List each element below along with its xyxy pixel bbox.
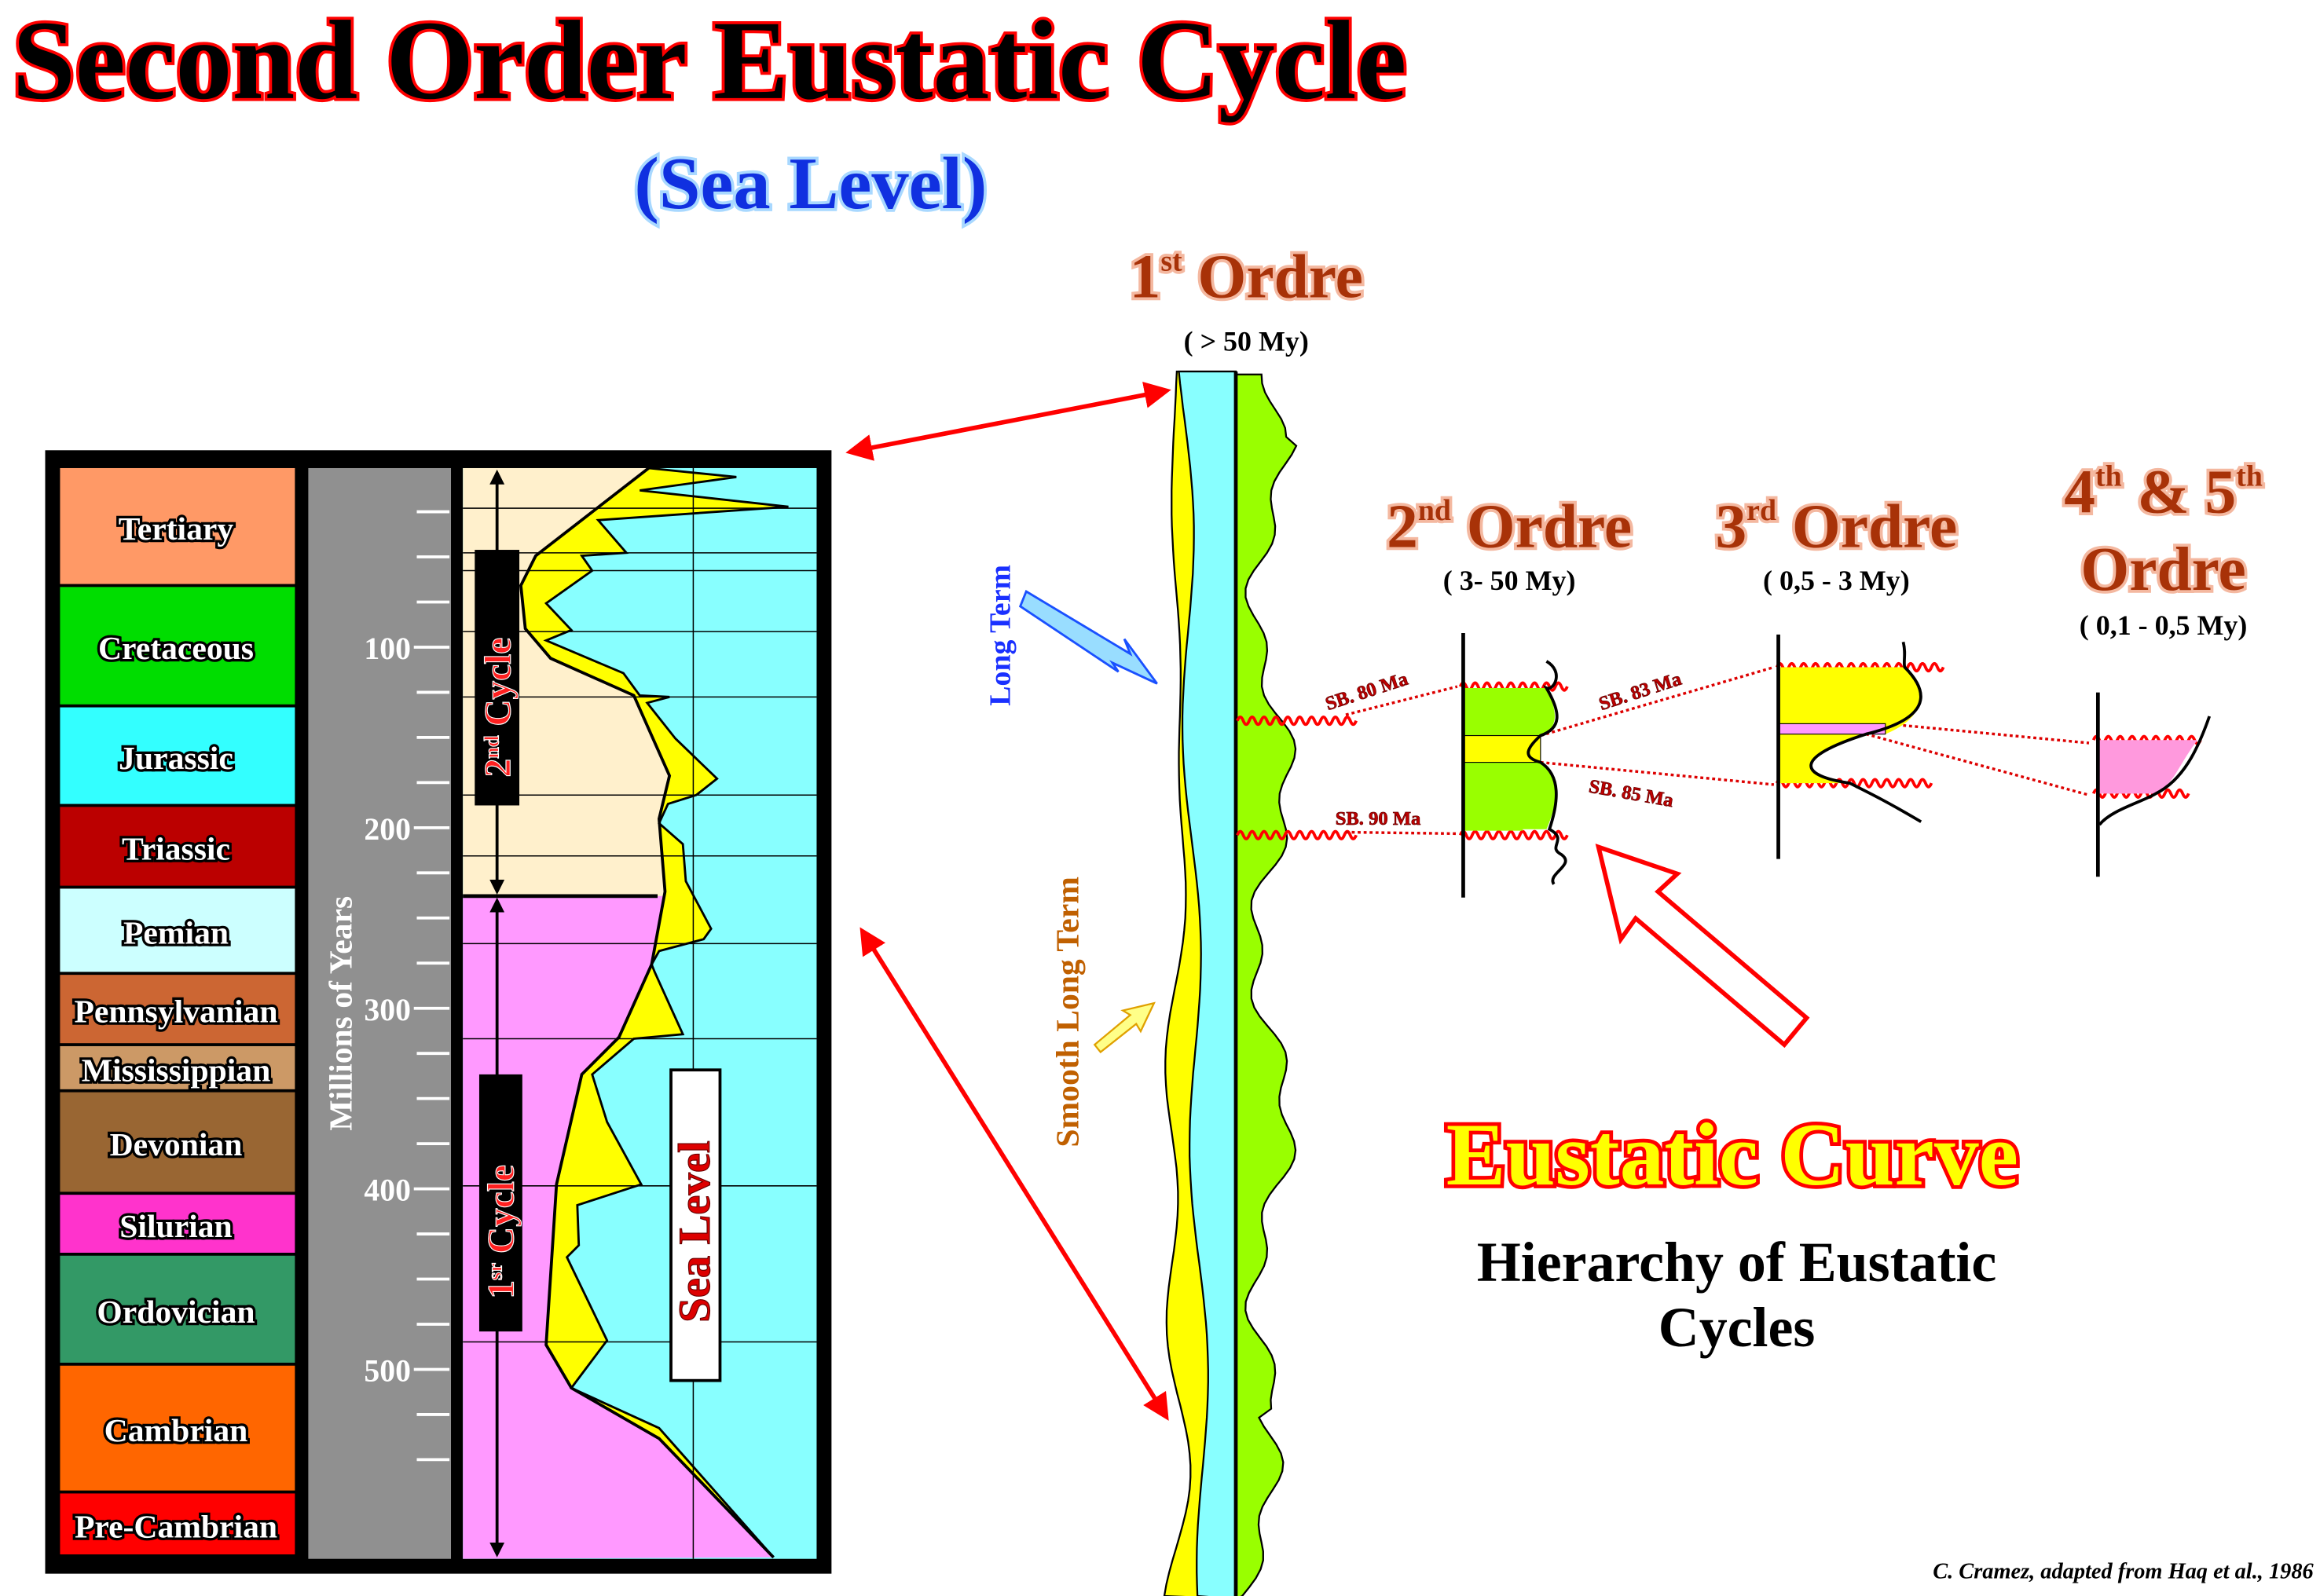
period-label: Silurian [119,1209,232,1245]
period-band [60,975,295,1044]
long-term-label: Long Term [984,565,1017,706]
tick-label: 300 [364,993,411,1027]
sb-85-label: SB. 85 Ma [1587,776,1675,811]
first-cycle-label: 1sr Cycle [481,1165,522,1298]
period-label: Jurassic [119,741,233,777]
sb-83-label: SB. 83 Ma [1596,668,1684,715]
period-label: Triassic [122,832,230,868]
sb-90-label: SB. 90 Ma [1336,808,1421,829]
period-label: Devonian [110,1127,243,1163]
first-order-title: 1st Ordre [1130,242,1363,311]
period-label: Pennsylvanian [75,994,278,1030]
long-term-arrow-icon [1018,589,1158,685]
fourth-fifth-order-range: ( 0,1 - 0,5 My) [2080,609,2248,641]
tick-label: 500 [364,1354,411,1389]
period-band [60,1493,295,1555]
tick-label: 400 [364,1173,411,1208]
first-cycle-box [478,1074,522,1332]
sea-level-label: Sea Level [670,1140,720,1323]
first-order-range: ( > 50 My) [1184,326,1309,357]
correlation-lines [1345,665,2090,836]
second-cycle-box [475,550,520,806]
age-axis [308,467,452,1559]
period-label: Cambrian [104,1413,248,1449]
fourth-fifth-order-column [2095,692,2212,877]
sb-80-label: SB. 80 Ma [1323,668,1411,715]
second-order-range: ( 3- 50 My) [1443,565,1576,596]
third-order-title: 3rd Ordre [1715,492,1957,561]
credit: C. Cramez, adapted from Haq et al., 1986 [1933,1559,2314,1583]
sb-90-wave [1236,829,1358,840]
connector-arrow-bottom [859,927,1169,1421]
connector-arrow-top [845,382,1171,461]
tick-label: 200 [364,812,411,847]
hollow-arrow-icon [1595,844,1810,1049]
period-band [60,707,295,804]
period-label: Ordovician [97,1294,255,1331]
fourth-fifth-order-title: 4th & 5th [2064,458,2263,527]
period-band [60,1045,295,1089]
period-band [60,1255,295,1363]
fourth-fifth-order-word: Ordre [2080,535,2245,604]
period-column: TertiaryCretaceousJurassicTriassicPemian… [60,467,295,1555]
period-band [60,587,295,705]
main-title: Second Order Eustatic Cycle [13,0,1406,123]
period-label: Pemian [123,915,229,951]
period-band [60,1365,295,1491]
subtitle: (Sea Level) [634,143,987,225]
eustatic-curve-title: Eustatic Curve [1446,1105,2018,1204]
period-band [60,1195,295,1253]
sb-80-wave [1236,716,1358,727]
long-term-band [1178,370,1237,1596]
long-term-curve [519,467,775,1559]
tick-label: 100 [364,631,411,666]
period-band [60,467,295,584]
third-order-column [1776,634,1922,859]
hierarchy-line-2: Cycles [1658,1296,1816,1359]
first-cycle-area [463,895,774,1559]
second-order-title: 2nd Ordre [1387,492,1632,561]
period-band [60,1092,295,1192]
second-cycle-label: 2nd Cycle [478,638,519,778]
period-band [60,888,295,972]
period-label: Mississippian [82,1052,271,1089]
second-order-column [1461,632,1567,898]
hierarchy-line-1: Hierarchy of Eustatic [1477,1231,1996,1294]
first-order-green-curve [1234,373,1298,1596]
sea-level-chart: 2nd Cycle 1sr Cycle Sea Level [463,467,817,1559]
smooth-long-term-label: Smooth Long Term [1050,877,1086,1148]
sb-90-wave-2nd [1458,829,1569,840]
age-ticks: 100 200 300 400 500 [364,510,450,1462]
geologic-time-panel: TertiaryCretaceousJurassicTriassicPemian… [45,450,832,1574]
sb-80-wave-2nd [1458,681,1569,692]
third-order-range: ( 0,5 - 3 My) [1763,565,1910,596]
period-label: Cretaceous [98,631,254,667]
sea-level-box [669,1068,722,1382]
axis-label: Millions of Years [323,896,359,1131]
smooth-long-term-arrow-icon [1093,1001,1156,1054]
period-label: Pre-Cambrian [75,1509,277,1545]
first-order-column [1163,370,1298,1596]
period-band [60,807,295,886]
period-label: Tertiary [119,511,234,547]
